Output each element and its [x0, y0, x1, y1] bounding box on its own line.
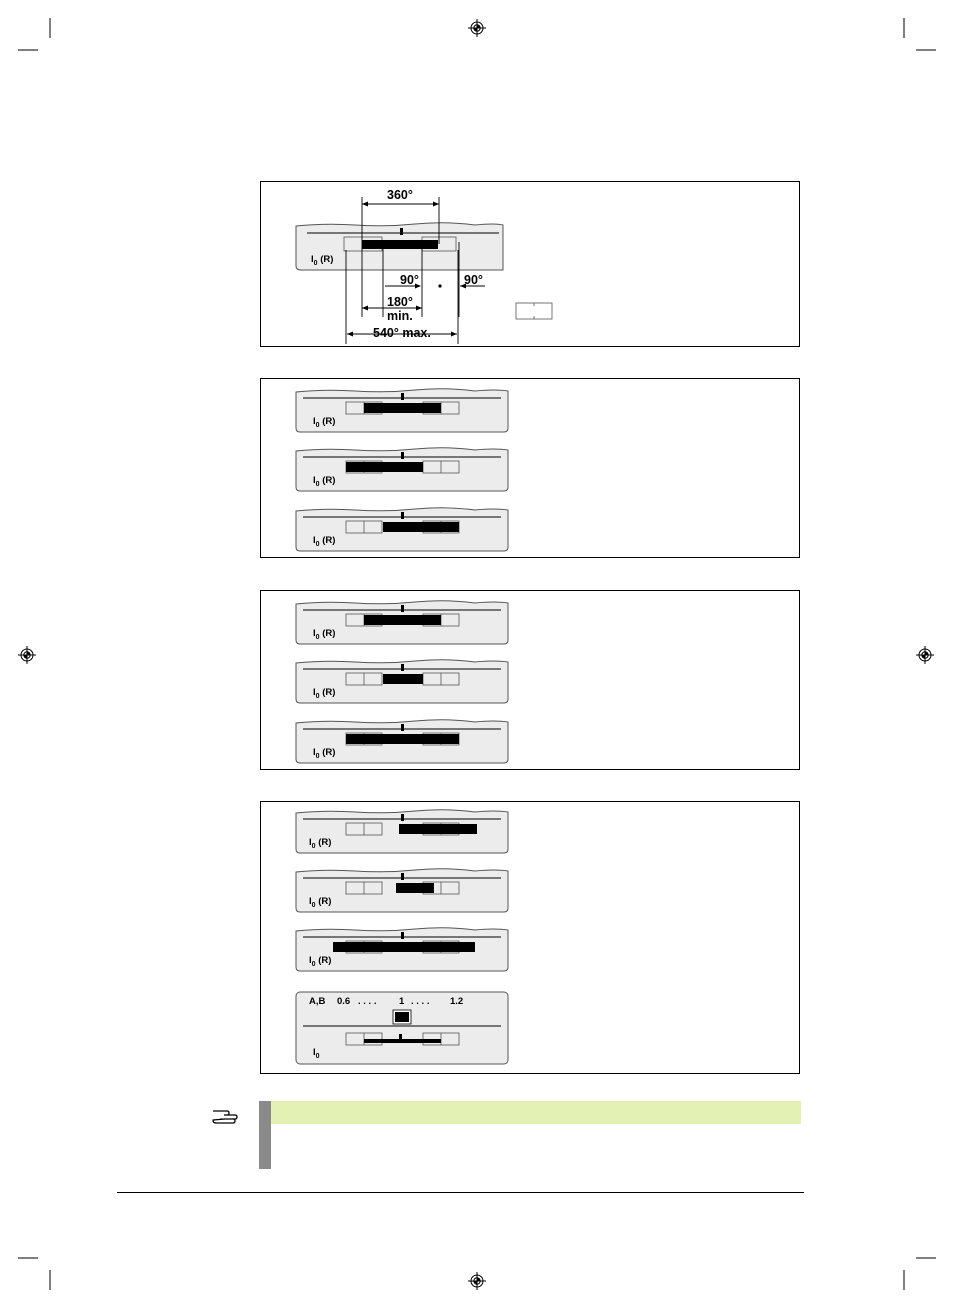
display-graphic — [295, 447, 509, 492]
figure-display-states-a: I0 (R) I0 (R) I0 (R) — [260, 378, 800, 558]
display-graphic — [295, 600, 509, 645]
encoder-display: I0 (R) — [295, 868, 509, 913]
phase-display: A,B 0.6 . . . . 1 . . . . 1.2 I0 — [295, 991, 509, 1065]
display-graphic — [295, 222, 504, 271]
display-label: I0 (R) — [313, 475, 336, 488]
display-label: I0 (R) — [309, 896, 332, 909]
scale-left: 0.6 — [337, 996, 351, 1007]
display-graphic — [295, 927, 509, 972]
registration-mark-icon — [468, 1272, 486, 1290]
legend-window-symbol — [515, 302, 553, 320]
encoder-display: I0 (R) — [295, 507, 509, 552]
encoder-display: I0 (R) — [295, 659, 509, 704]
hint-header-band — [271, 1101, 801, 1124]
encoder-display: I0 (R) — [295, 719, 509, 764]
display-graphic — [295, 659, 509, 704]
dimension-540-max: 540° max. — [373, 326, 431, 340]
display-graphic — [295, 507, 509, 552]
display-graphic — [295, 991, 509, 1065]
display-graphic — [295, 719, 509, 764]
encoder-display: I0 (R) — [295, 809, 509, 854]
display-label: I0 (R) — [313, 416, 336, 429]
display-label: I0 (R) — [313, 747, 336, 760]
pointing-hand-icon — [212, 1110, 238, 1124]
display-label: I0 (R) — [311, 254, 334, 267]
display-label: I0 (R) — [313, 687, 336, 700]
display-graphic — [295, 868, 509, 913]
registration-mark-icon — [916, 646, 934, 664]
display-graphic — [295, 388, 509, 433]
encoder-display: I0 (R) — [295, 388, 509, 433]
figure-angle-limits: I0 (R) 360° — [260, 181, 800, 347]
display-label: I0 (R) — [309, 955, 332, 968]
footer-rule — [117, 1192, 804, 1193]
figure-display-states-b: I0 (R) I0 (R) I0 (R) — [260, 590, 800, 770]
reference-label: I0 — [313, 1047, 320, 1060]
display-label: I0 (R) — [313, 628, 336, 641]
dimension-360: 360° — [387, 188, 413, 202]
phase-label: A,B — [309, 996, 326, 1007]
encoder-display: I0 (R) — [295, 447, 509, 492]
encoder-display: I0 (R) — [295, 222, 509, 272]
registration-mark-icon — [18, 646, 36, 664]
registration-mark-icon — [468, 19, 486, 37]
dimension-lines — [345, 197, 553, 344]
encoder-display: I0 (R) — [295, 927, 509, 972]
dimension-90-left: 90° — [400, 273, 419, 287]
scale-dots-right: . . . . — [411, 996, 430, 1007]
display-graphic — [295, 809, 509, 854]
dimension-min: min. — [387, 309, 413, 323]
display-label: I0 (R) — [313, 535, 336, 548]
hint-side-bar — [259, 1101, 271, 1169]
figure-display-states-c: I0 (R) I0 (R) I0 (R) — [260, 801, 800, 1074]
display-label: I0 (R) — [309, 837, 332, 850]
dimension-180: 180° — [387, 295, 413, 309]
encoder-display: I0 (R) — [295, 600, 509, 645]
dimension-90-right: 90° — [464, 273, 483, 287]
scale-dots-left: . . . . — [358, 996, 377, 1007]
scale-mid: 1 — [399, 996, 405, 1007]
scale-right: 1.2 — [450, 996, 464, 1007]
